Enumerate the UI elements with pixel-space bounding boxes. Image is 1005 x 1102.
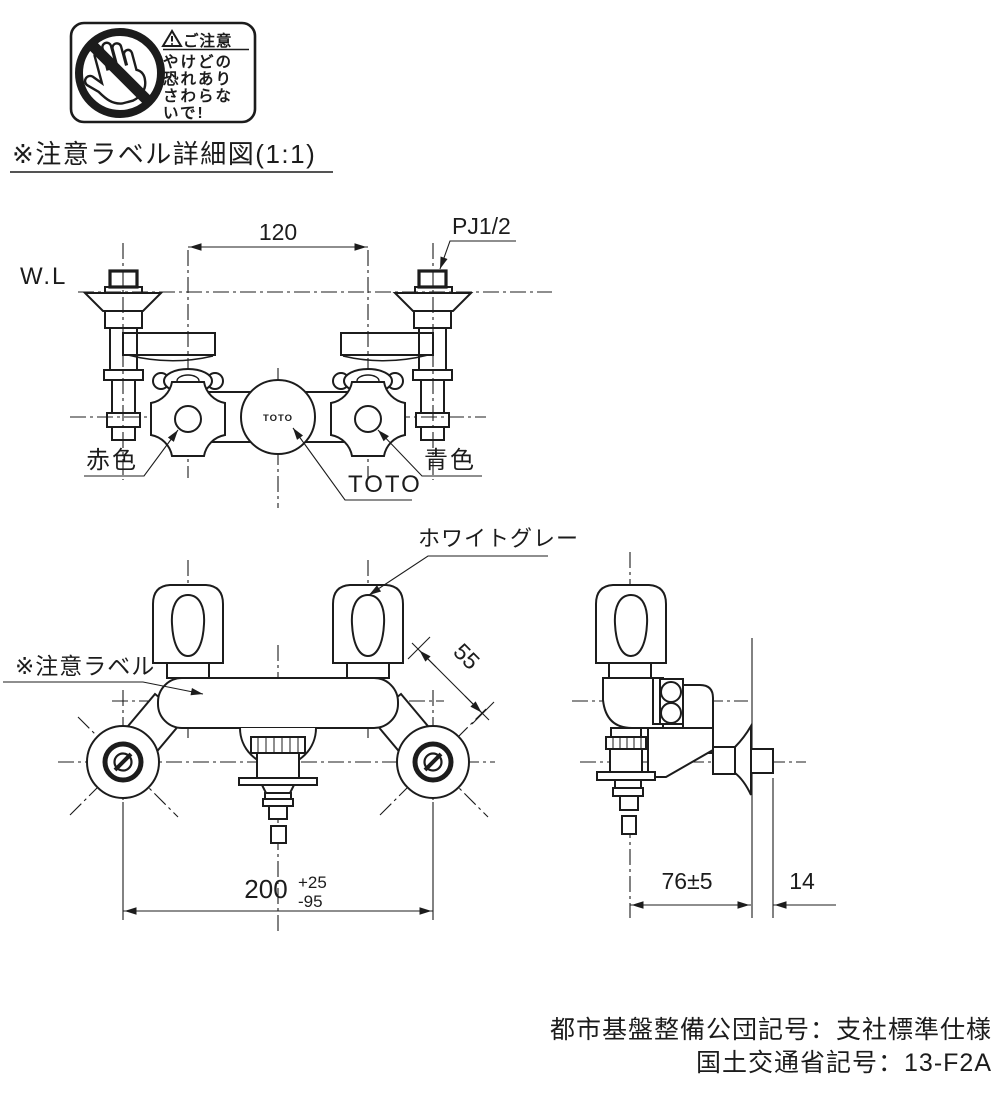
caption: ※注意ラベル詳細図(1:1): [10, 139, 333, 173]
warning-line: 恐れあり: [163, 70, 233, 88]
footer-notes: 都市基盤整備公団記号：支社標準仕様 国土交通省記号：13-F2A: [550, 1016, 992, 1077]
caution-ref-label: ※注意ラベル: [15, 653, 155, 679]
dim-76: 76±5: [630, 868, 751, 909]
warning-line: やけどの: [163, 53, 233, 71]
hot-callout: 赤色: [84, 429, 179, 477]
warning-label-border: [69, 21, 257, 124]
warning-line: さわらな: [163, 87, 233, 105]
valve-body-front: [157, 677, 399, 729]
caution-ref-callout: ※注意ラベル: [3, 653, 204, 696]
toto-logo-mark: TOTO: [263, 413, 293, 424]
warning-label: ご注意 やけどの 恐れあり さわらな いで!: [69, 21, 257, 124]
hot-label: 赤色: [86, 447, 138, 474]
brand-label: TOTO: [348, 471, 422, 498]
handle-side: [595, 584, 667, 679]
right-wall-leg: [340, 269, 474, 441]
front-view-drawing: ※注意ラベル ホワイトグレー 55 200 +25 -95: [3, 526, 579, 932]
handle-color-callout: ホワイトグレー: [368, 526, 579, 596]
dim-55: 55: [407, 636, 495, 725]
wall-connection-side: [712, 722, 774, 796]
thread-callout: PJ1/2: [439, 213, 516, 270]
spout-front: [238, 727, 318, 844]
side-view-drawing: 76±5 14: [572, 552, 836, 918]
hot-handle-front: [152, 584, 224, 679]
dim-14: 14: [773, 868, 836, 909]
cold-callout: 青色: [377, 429, 482, 477]
right-wall-flange: [396, 725, 470, 799]
dim-200: 200 +25 -95: [122, 802, 434, 920]
warning-text-block: ご注意 やけどの 恐れあり さわらな いで!: [161, 29, 249, 122]
footer-line2: 国土交通省記号：13-F2A: [696, 1049, 992, 1077]
prohibition-circle: [75, 28, 165, 118]
wl-label: W.L: [20, 263, 67, 290]
footer-line1: 都市基盤整備公団記号：支社標準仕様: [550, 1016, 992, 1044]
no-touch-icon: [75, 28, 165, 118]
dim-200-plus: +25: [298, 873, 327, 892]
dim-76-text: 76±5: [662, 868, 713, 894]
handle-color-label: ホワイトグレー: [418, 526, 579, 551]
cold-label: 青色: [424, 447, 476, 474]
warning-triangle-icon: [161, 29, 183, 47]
warning-line: いで!: [163, 105, 205, 122]
prohibition-bar: [88, 41, 152, 105]
dim-200-text: 200: [244, 874, 287, 904]
left-wall-leg: [82, 269, 216, 441]
thread-label: PJ1/2: [452, 213, 511, 239]
dim-200-minus: -95: [298, 892, 323, 911]
left-wall-flange: [86, 725, 160, 799]
caption-text: ※注意ラベル詳細図(1:1): [12, 139, 316, 169]
brand-callout: TOTO: [292, 427, 422, 501]
valve-body-side: [602, 677, 714, 778]
dim-120-text: 120: [259, 219, 297, 245]
dim-120: 120: [188, 219, 368, 251]
dim-55-text: 55: [448, 638, 484, 674]
cold-handle-front: [332, 584, 404, 679]
spout-side: [596, 727, 656, 835]
warning-heading: ご注意: [183, 31, 233, 50]
top-view-drawing: TOTO 120 W.L PJ1/2: [20, 213, 552, 508]
dim-14-text: 14: [789, 868, 815, 894]
